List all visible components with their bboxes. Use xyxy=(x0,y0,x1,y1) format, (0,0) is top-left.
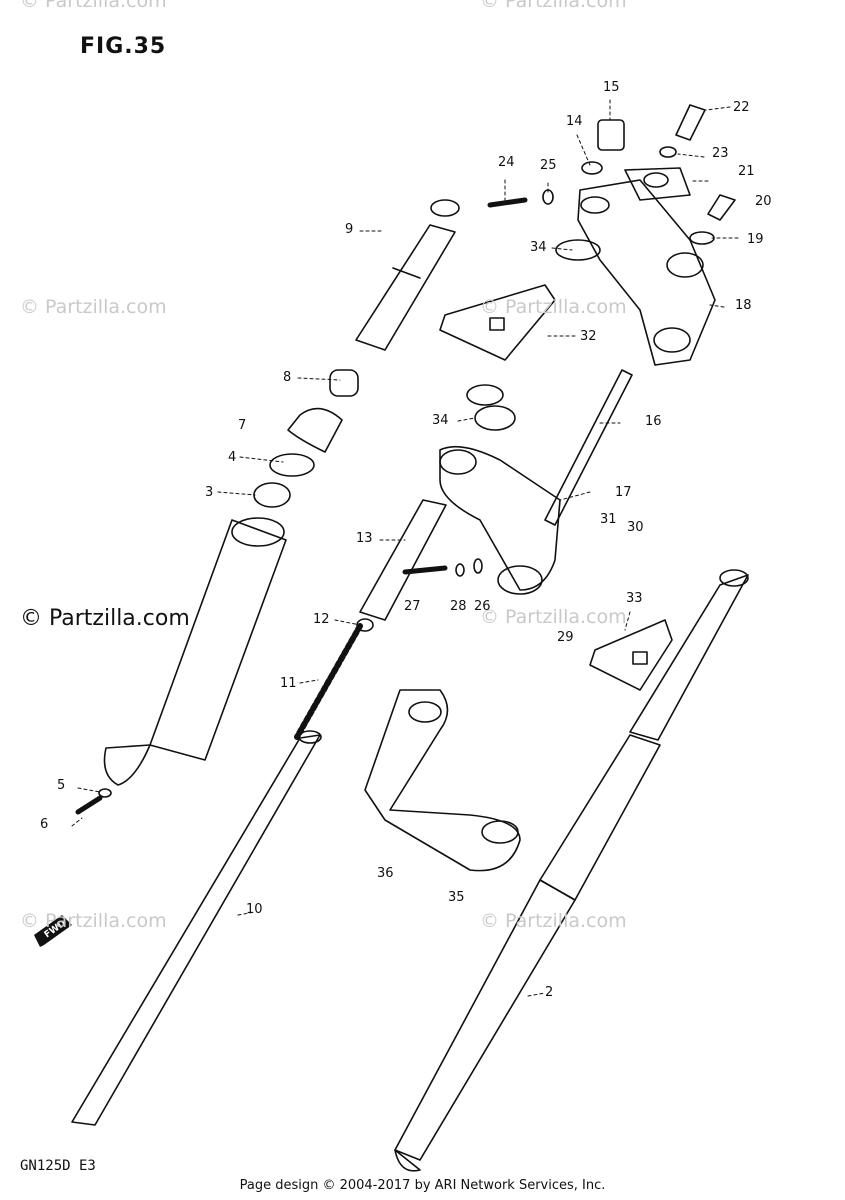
callout-7[interactable]: 7 xyxy=(238,418,247,433)
callout-21[interactable]: 21 xyxy=(738,164,755,179)
watermark: © Partzilla.com xyxy=(20,296,167,318)
left-fork-cap xyxy=(355,199,460,351)
lower-bracket xyxy=(439,445,561,595)
watermark: © Partzilla.com xyxy=(480,296,627,318)
callout-14[interactable]: 14 xyxy=(566,114,583,129)
callout-15[interactable]: 15 xyxy=(603,80,620,95)
figure-title: FIG.35 xyxy=(80,34,167,59)
callout-8[interactable]: 8 xyxy=(283,370,292,385)
callout-16[interactable]: 16 xyxy=(645,414,662,429)
right-fork-outer-tube xyxy=(394,734,661,1172)
washers xyxy=(98,146,715,798)
callout-18[interactable]: 18 xyxy=(735,298,752,313)
callout-29[interactable]: 29 xyxy=(557,630,574,645)
callout-23[interactable]: 23 xyxy=(712,146,729,161)
callout-11[interactable]: 11 xyxy=(280,676,297,691)
right-fork-inner-tube xyxy=(629,569,749,741)
callout-25[interactable]: 25 xyxy=(540,158,557,173)
callout-22[interactable]: 22 xyxy=(733,100,750,115)
left-damper-rod xyxy=(359,499,447,621)
headlight-bracket-right xyxy=(589,619,673,691)
callout-2[interactable]: 2 xyxy=(545,985,554,1000)
watermark: © Partzilla.com xyxy=(20,910,167,932)
steering-bearing-races xyxy=(466,239,601,431)
callout-12[interactable]: 12 xyxy=(313,612,330,627)
callout-36[interactable]: 36 xyxy=(377,866,394,881)
page-footer: Page design © 2004-2017 by ARI Network S… xyxy=(239,1178,606,1193)
callout-30[interactable]: 30 xyxy=(627,520,644,535)
watermark: © Partzilla.com xyxy=(480,0,627,12)
left-fork-spring xyxy=(294,623,363,740)
fork-seal-parts xyxy=(253,369,359,508)
callout-28[interactable]: 28 xyxy=(450,599,467,614)
headlight-bracket-left xyxy=(439,284,556,361)
callout-10[interactable]: 10 xyxy=(246,902,263,917)
callout-32[interactable]: 32 xyxy=(580,329,597,344)
watermark: © Partzilla.com xyxy=(20,0,167,12)
leader-lines xyxy=(71,99,739,997)
steering-stem xyxy=(544,369,633,526)
top-bracket xyxy=(577,179,716,366)
fork-brace xyxy=(364,689,521,872)
watermark-prominent: © Partzilla.com xyxy=(20,606,190,631)
model-code: GN125D E3 xyxy=(20,1158,96,1174)
callout-6[interactable]: 6 xyxy=(40,817,49,832)
callout-31[interactable]: 31 xyxy=(600,512,617,527)
callout-35[interactable]: 35 xyxy=(448,890,465,905)
callout-5[interactable]: 5 xyxy=(57,778,66,793)
callout-13[interactable]: 13 xyxy=(356,531,373,546)
callout-19[interactable]: 19 xyxy=(747,232,764,247)
callout-3[interactable]: 3 xyxy=(205,485,214,500)
callout-34-lower[interactable]: 34 xyxy=(432,413,449,428)
callout-20[interactable]: 20 xyxy=(755,194,772,209)
handlebar-holder xyxy=(624,167,691,201)
callout-4[interactable]: 4 xyxy=(228,450,237,465)
bolts xyxy=(75,104,736,815)
callout-9[interactable]: 9 xyxy=(345,222,354,237)
callout-17[interactable]: 17 xyxy=(615,485,632,500)
watermark: © Partzilla.com xyxy=(480,606,627,628)
callout-34-upper[interactable]: 34 xyxy=(530,240,547,255)
callout-27[interactable]: 27 xyxy=(404,599,421,614)
callout-33[interactable]: 33 xyxy=(626,591,643,606)
callout-26[interactable]: 26 xyxy=(474,599,491,614)
callout-24[interactable]: 24 xyxy=(498,155,515,170)
watermark: © Partzilla.com xyxy=(480,910,627,932)
left-fork-outer-tube xyxy=(103,517,287,786)
